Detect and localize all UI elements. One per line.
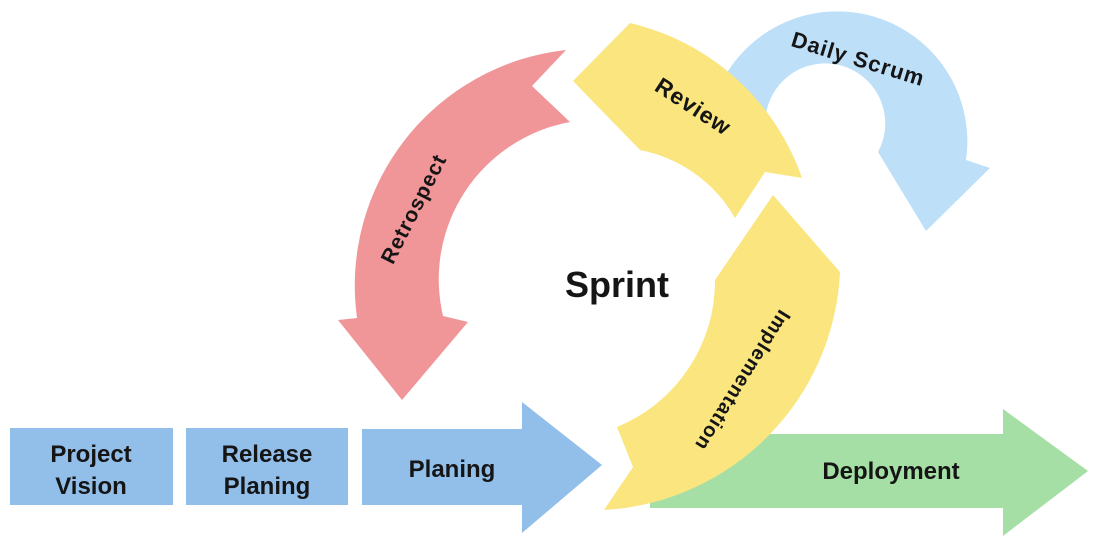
- project-vision-label-line1: Project: [50, 441, 131, 468]
- project-vision-box: [10, 428, 173, 505]
- sprint-label: Sprint: [565, 264, 669, 305]
- review-arc: [573, 23, 802, 218]
- release-planing-label-line2: Planing: [224, 473, 311, 500]
- daily-scrum-arc: [707, 11, 990, 232]
- release-planing-label-line1: Release: [222, 441, 313, 468]
- deployment-arrow-label: Deployment: [822, 458, 959, 485]
- implementation-arc: [604, 195, 840, 510]
- planing-arrow-label: Planing: [409, 456, 496, 483]
- planing-arrow: [362, 402, 602, 533]
- retrospect-arc: [338, 50, 570, 400]
- project-vision-label-line2: Vision: [55, 473, 127, 500]
- release-planing-box: [186, 428, 348, 505]
